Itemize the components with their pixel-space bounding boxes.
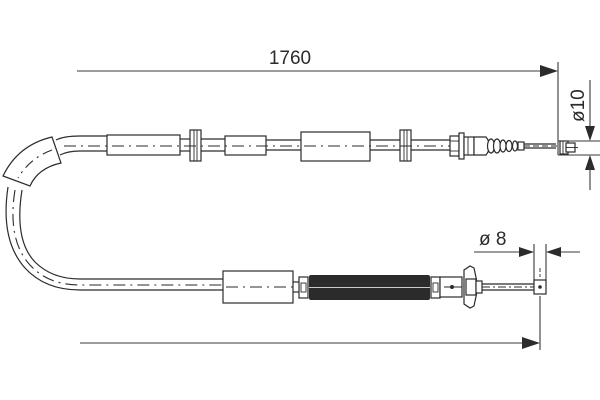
spring-ferrule-right — [430, 276, 441, 299]
curved-sheath-sleeve — [2, 136, 62, 187]
diameter-10-dimension: ø10 — [558, 80, 600, 190]
ferrule-detail — [300, 282, 307, 293]
arrow-right-icon — [540, 65, 558, 77]
diameter-10-label: ø10 — [568, 89, 589, 122]
spring-ferrule-left — [298, 276, 309, 299]
diameter-8-dimension: ø 8 — [474, 229, 580, 283]
end-nipple-top — [559, 140, 578, 155]
bend-outer-edge — [5, 186, 225, 291]
bellows-boot — [486, 138, 525, 154]
sheath-sleeve-1 — [106, 134, 181, 156]
arrow-right-icon — [519, 247, 534, 257]
curved-sleeve-centerline — [17, 149, 53, 179]
arrow-right-icon — [522, 337, 540, 349]
sheath-bottom-edge-curve — [59, 150, 108, 156]
bracket-inner — [465, 278, 477, 296]
bracket-nut — [475, 280, 483, 294]
bend-inner-edge — [19, 189, 225, 280]
arrow-left-icon — [546, 247, 561, 257]
arrow-up-icon — [585, 155, 595, 170]
bottom-length-dimension — [80, 296, 541, 350]
fitting-nut — [449, 135, 460, 157]
bend-centerline — [12, 189, 225, 286]
end-eyelet-bottom — [533, 268, 547, 295]
fitting-body — [463, 136, 475, 156]
top-end-fitting — [449, 132, 578, 160]
upper-cable-sheath — [55, 129, 455, 162]
overall-length-dimension: 1760 — [77, 48, 559, 155]
sheath-top-edge-curve — [55, 135, 108, 141]
overall-length-label: 1760 — [269, 48, 311, 69]
spring-bellows — [309, 275, 430, 300]
ferrule-detail — [432, 282, 439, 293]
fitting-flange — [458, 132, 465, 160]
arrow-down-icon — [585, 126, 595, 141]
lower-cable-sheath — [222, 265, 547, 309]
diameter-8-label: ø 8 — [479, 229, 506, 250]
cable-u-bend — [5, 186, 225, 291]
